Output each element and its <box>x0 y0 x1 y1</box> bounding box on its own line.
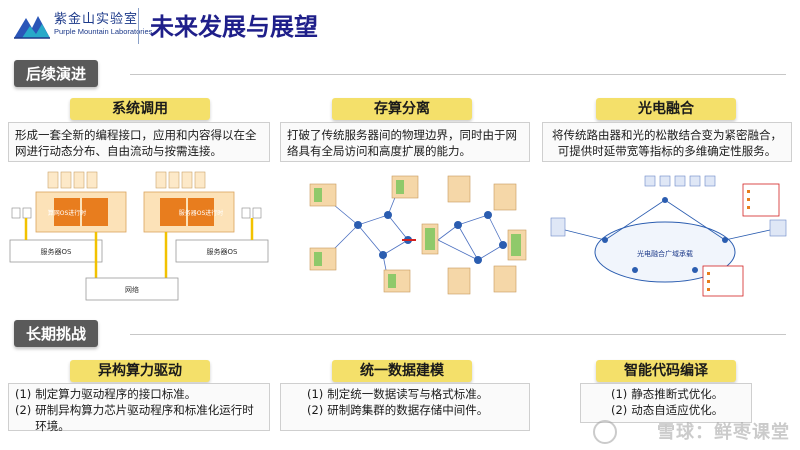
card-title-datamodel: 统一数据建模 <box>332 360 472 382</box>
card-list-datamodel: (1)制定统一数据读写与格式标准。 (2)研制跨集群的数据存储中间件。 <box>280 383 530 431</box>
card-list-compile: (1)静态推断式优化。 (2)动态自适应优化。 <box>580 383 752 423</box>
list-item: (1)静态推断式优化。 <box>611 387 724 401</box>
card-text-optical: 将传统路由器和光的松散结合变为紧密融合，可提供时延带宽等指标的多维确定性服务。 <box>542 122 792 162</box>
logo-en-text: Purple Mountain Laboratories <box>54 27 153 36</box>
section-followup-tag: 后续演进 <box>14 60 99 87</box>
card-title-syscall: 系统调用 <box>70 98 210 120</box>
logo-cn-text: 紫金山实验室 <box>54 12 139 27</box>
card-title-hetero: 异构算力驱动 <box>70 360 210 382</box>
section-longterm-tag: 长期挑战 <box>14 320 99 347</box>
card-text-syscall: 形成一套全新的编程接口，应用和内容得以在全网进行动态分布、自由流动与按需连接。 <box>8 122 270 162</box>
card-text-storage: 打破了传统服务器间的物理边界，同时由于网络具有全局访问和高度扩展的能力。 <box>280 122 530 162</box>
logo-mark-icon <box>14 16 50 39</box>
list-item: (1)制定统一数据读写与格式标准。 <box>307 387 489 401</box>
page-title: 未来发展与展望 <box>150 13 318 41</box>
watermark-text: 雪球：鲜枣课堂 <box>657 422 790 443</box>
syscall-diagram: 算网OS进行时 服务器OS进行时 服务器OS 服务器OS 网络 <box>8 168 270 306</box>
list-item: (2)研制跨集群的数据存储中间件。 <box>307 403 489 417</box>
node-label-a: 算网OS进行时 <box>48 209 87 217</box>
optical-diagram: 光电融合广域承载 <box>550 175 787 297</box>
list-item: (2)研制异构算力芯片驱动程序和标准化运行时环境。 <box>15 403 254 433</box>
list-item: (2)动态自适应优化。 <box>611 403 724 417</box>
card-title-optical: 光电融合 <box>596 98 736 120</box>
network-label: 网络 <box>125 285 139 294</box>
card-list-hetero: (1)制定算力驱动程序的接口标准。 (2)研制异构算力芯片驱动程序和标准化运行时… <box>8 383 270 433</box>
section-divider-2 <box>130 334 786 335</box>
server-os-left: 服务器OS <box>41 247 73 256</box>
section-divider <box>130 74 786 75</box>
watermark-logo-icon <box>593 420 617 444</box>
card-title-storage: 存算分离 <box>332 98 472 120</box>
storage-diagram <box>309 175 527 295</box>
card-title-compile: 智能代码编译 <box>596 360 736 382</box>
header-divider <box>138 8 139 44</box>
list-item: (1)制定算力驱动程序的接口标准。 <box>15 387 197 401</box>
optical-center-label: 光电融合广域承载 <box>637 249 693 258</box>
server-os-right: 服务器OS <box>207 247 239 256</box>
node-label-b: 服务器OS进行时 <box>179 209 224 217</box>
